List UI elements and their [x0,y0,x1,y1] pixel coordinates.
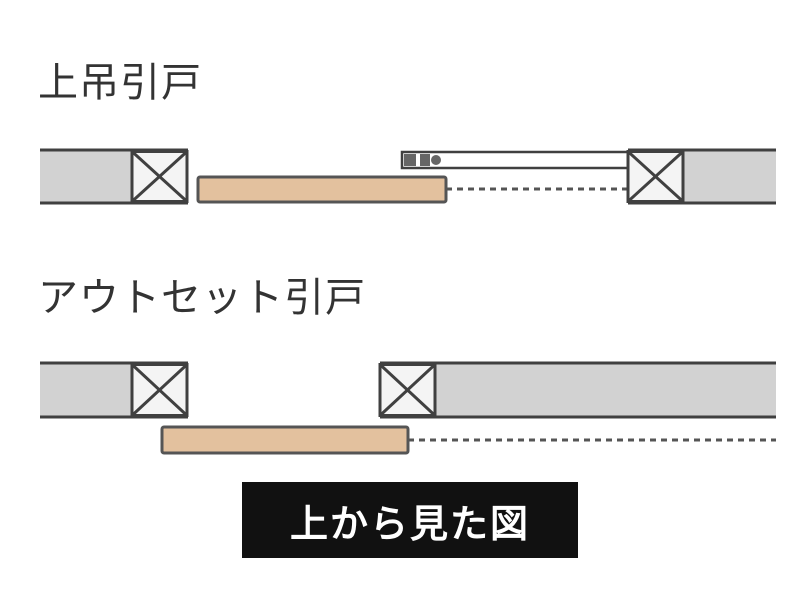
left-post-icon [130,150,189,203]
door-panel-hanging [196,175,448,204]
outset-sliding-door-title: アウトセット引戸 [38,275,366,321]
left-wall-section [40,148,189,205]
right-wall-section [626,148,776,205]
right-post-icon [378,363,437,417]
door-panel-outset [160,425,410,455]
right-post-icon [626,150,685,203]
left-wall-section-outset [40,361,189,419]
view-caption: 上から見た図 [242,482,578,558]
outset-door-plan [40,361,776,455]
right-wall-section-outset [378,361,776,419]
overhead-rail [400,150,630,170]
left-post-icon [130,363,189,417]
hanging-door-plan [40,148,776,205]
hanging-sliding-door-title: 上吊引戸 [38,60,202,106]
